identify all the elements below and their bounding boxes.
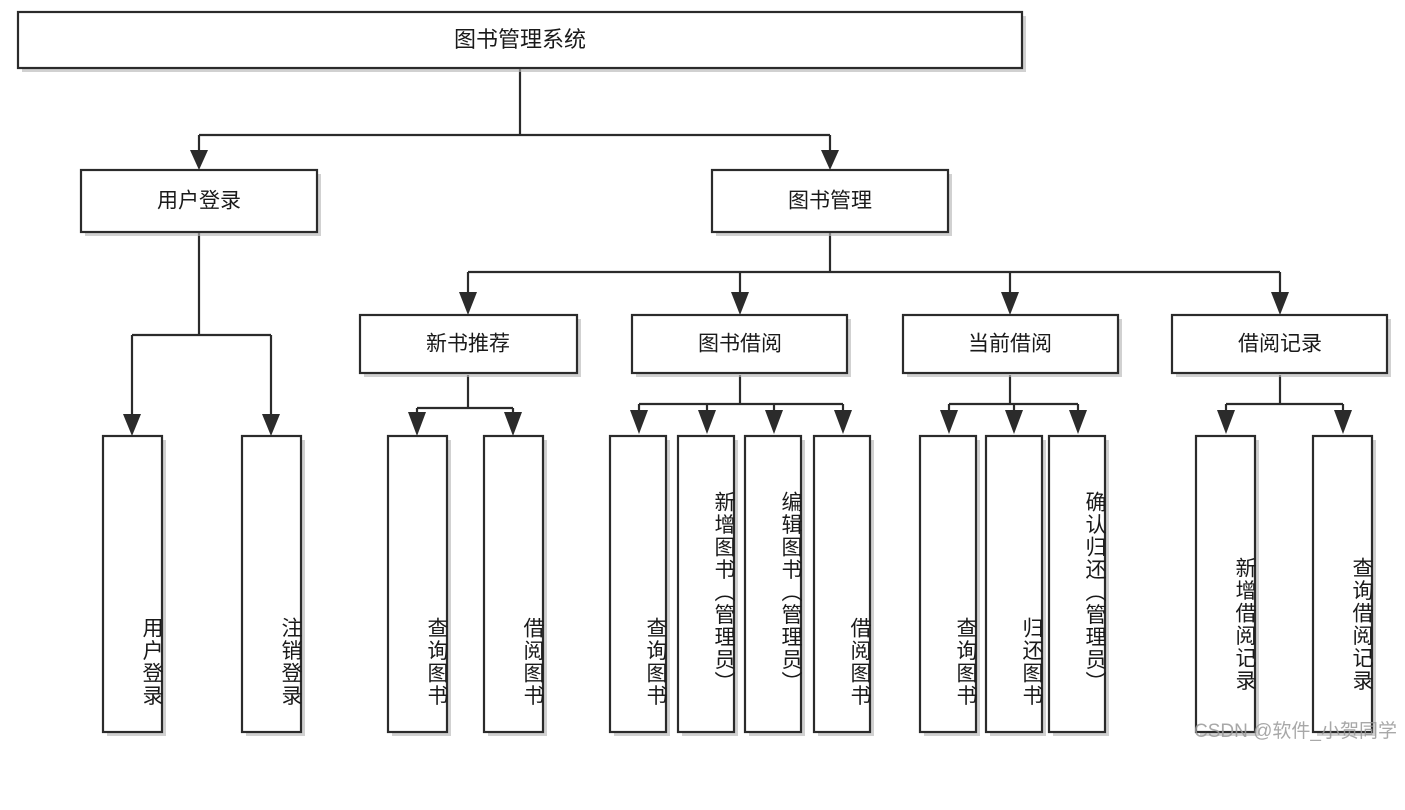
arrow-head-leaf-query-book-1 xyxy=(408,412,426,436)
node-book-manage-box[interactable] xyxy=(710,168,950,234)
node-new-book-rec-box[interactable] xyxy=(358,313,579,375)
node-borrow-record-box[interactable] xyxy=(1170,313,1389,375)
node-leaf-query-book-1[interactable] xyxy=(386,434,451,736)
diagram-canvas: 图书管理系统 用户登录 图书管理 新书推荐 图书借阅 当前借阅 xyxy=(16,10,1397,742)
node-book-borrow-label: 图书借阅 xyxy=(698,333,782,356)
connector-group-current-borrow xyxy=(940,375,1087,434)
node-current-borrow-box[interactable] xyxy=(901,313,1120,375)
arrow-head-leaf-return-book xyxy=(1005,410,1023,434)
node-root-box[interactable] xyxy=(16,10,1024,70)
connector-group-book-borrow xyxy=(630,375,852,434)
connector-group-user-login xyxy=(123,232,280,436)
diagram-svg: 图书管理系统 用户登录 图书管理 新书推荐 图书借阅 当前借阅 xyxy=(16,10,1391,736)
node-current-borrow[interactable]: 当前借阅 xyxy=(901,313,1122,377)
node-user-login-box[interactable] xyxy=(79,168,319,234)
node-leaf-query-book-1-box[interactable] xyxy=(386,434,449,734)
node-leaf-user-login[interactable] xyxy=(101,434,166,736)
watermark-text: CSDN @软件_小贺同学 xyxy=(1194,721,1397,742)
node-leaf-borrow-book-1-box[interactable] xyxy=(482,434,545,734)
node-book-manage[interactable]: 图书管理 xyxy=(710,168,952,236)
arrow-head-leaf-confirm-return xyxy=(1069,410,1087,434)
node-leaf-add-record-box[interactable] xyxy=(1194,434,1257,734)
node-leaf-logout-login[interactable] xyxy=(240,434,305,736)
node-book-manage-label: 图书管理 xyxy=(788,190,872,213)
arrow-head-leaf-query-record xyxy=(1334,410,1352,434)
node-root[interactable]: 图书管理系统 xyxy=(16,10,1026,72)
arrow-head-leaf-query-book-3 xyxy=(940,410,958,434)
node-user-login-label: 用户登录 xyxy=(157,190,241,213)
node-leaf-query-book-3-box[interactable] xyxy=(918,434,978,734)
arrow-head-leaf-query-book-2 xyxy=(630,410,648,434)
node-borrow-record-label: 借阅记录 xyxy=(1238,333,1322,356)
node-leaf-edit-book-box[interactable] xyxy=(743,434,803,734)
arrow-head-current-borrow xyxy=(1001,292,1019,315)
node-leaf-confirm-return-box[interactable] xyxy=(1047,434,1107,734)
node-leaf-query-book-2[interactable] xyxy=(608,434,670,736)
arrow-head-leaf-user-login xyxy=(123,414,141,436)
node-leaf-add-book[interactable] xyxy=(676,434,738,736)
node-leaf-return-book[interactable] xyxy=(984,434,1046,736)
node-leaf-logout-login-box[interactable] xyxy=(240,434,303,734)
node-leaf-user-login-box[interactable] xyxy=(101,434,164,734)
connector-group-book-manage xyxy=(459,232,1289,315)
connector-group-borrow-record xyxy=(1217,375,1352,434)
node-leaf-borrow-book-2[interactable] xyxy=(812,434,874,736)
arrow-head-book-borrow xyxy=(731,292,749,315)
node-leaf-borrow-book-2-box[interactable] xyxy=(812,434,872,734)
arrow-head-leaf-borrow-book-1 xyxy=(504,412,522,436)
node-user-login[interactable]: 用户登录 xyxy=(79,168,321,236)
node-new-book-rec[interactable]: 新书推荐 xyxy=(358,313,581,377)
node-book-borrow-box[interactable] xyxy=(630,313,849,375)
node-leaf-add-record[interactable] xyxy=(1194,434,1259,736)
node-leaf-add-book-box[interactable] xyxy=(676,434,736,734)
node-leaf-query-record[interactable] xyxy=(1311,434,1376,736)
node-root-label: 图书管理系统 xyxy=(454,27,586,52)
node-leaf-borrow-book-1[interactable] xyxy=(482,434,547,736)
node-borrow-record[interactable]: 借阅记录 xyxy=(1170,313,1391,377)
node-current-borrow-label: 当前借阅 xyxy=(968,333,1052,356)
node-leaf-query-book-2-box[interactable] xyxy=(608,434,668,734)
arrow-head-leaf-add-book xyxy=(698,410,716,434)
node-leaf-query-record-box[interactable] xyxy=(1311,434,1374,734)
node-new-book-rec-label: 新书推荐 xyxy=(426,333,510,356)
connector-group-new-book-rec xyxy=(408,375,522,436)
node-leaf-return-book-box[interactable] xyxy=(984,434,1044,734)
arrow-head-book-manage xyxy=(821,150,839,170)
arrow-head-leaf-add-record xyxy=(1217,410,1235,434)
node-leaf-confirm-return[interactable] xyxy=(1047,434,1109,736)
arrow-head-new-book-rec xyxy=(459,292,477,315)
arrow-head-leaf-edit-book xyxy=(765,410,783,434)
connector-group-root xyxy=(190,68,839,170)
node-leaf-edit-book[interactable] xyxy=(743,434,805,736)
arrow-head-leaf-logout-login xyxy=(262,414,280,436)
node-book-borrow[interactable]: 图书借阅 xyxy=(630,313,851,377)
arrow-head-leaf-borrow-book-2 xyxy=(834,410,852,434)
arrow-head-user-login xyxy=(190,150,208,170)
arrow-head-borrow-record xyxy=(1271,292,1289,315)
node-leaf-query-book-3[interactable] xyxy=(918,434,980,736)
